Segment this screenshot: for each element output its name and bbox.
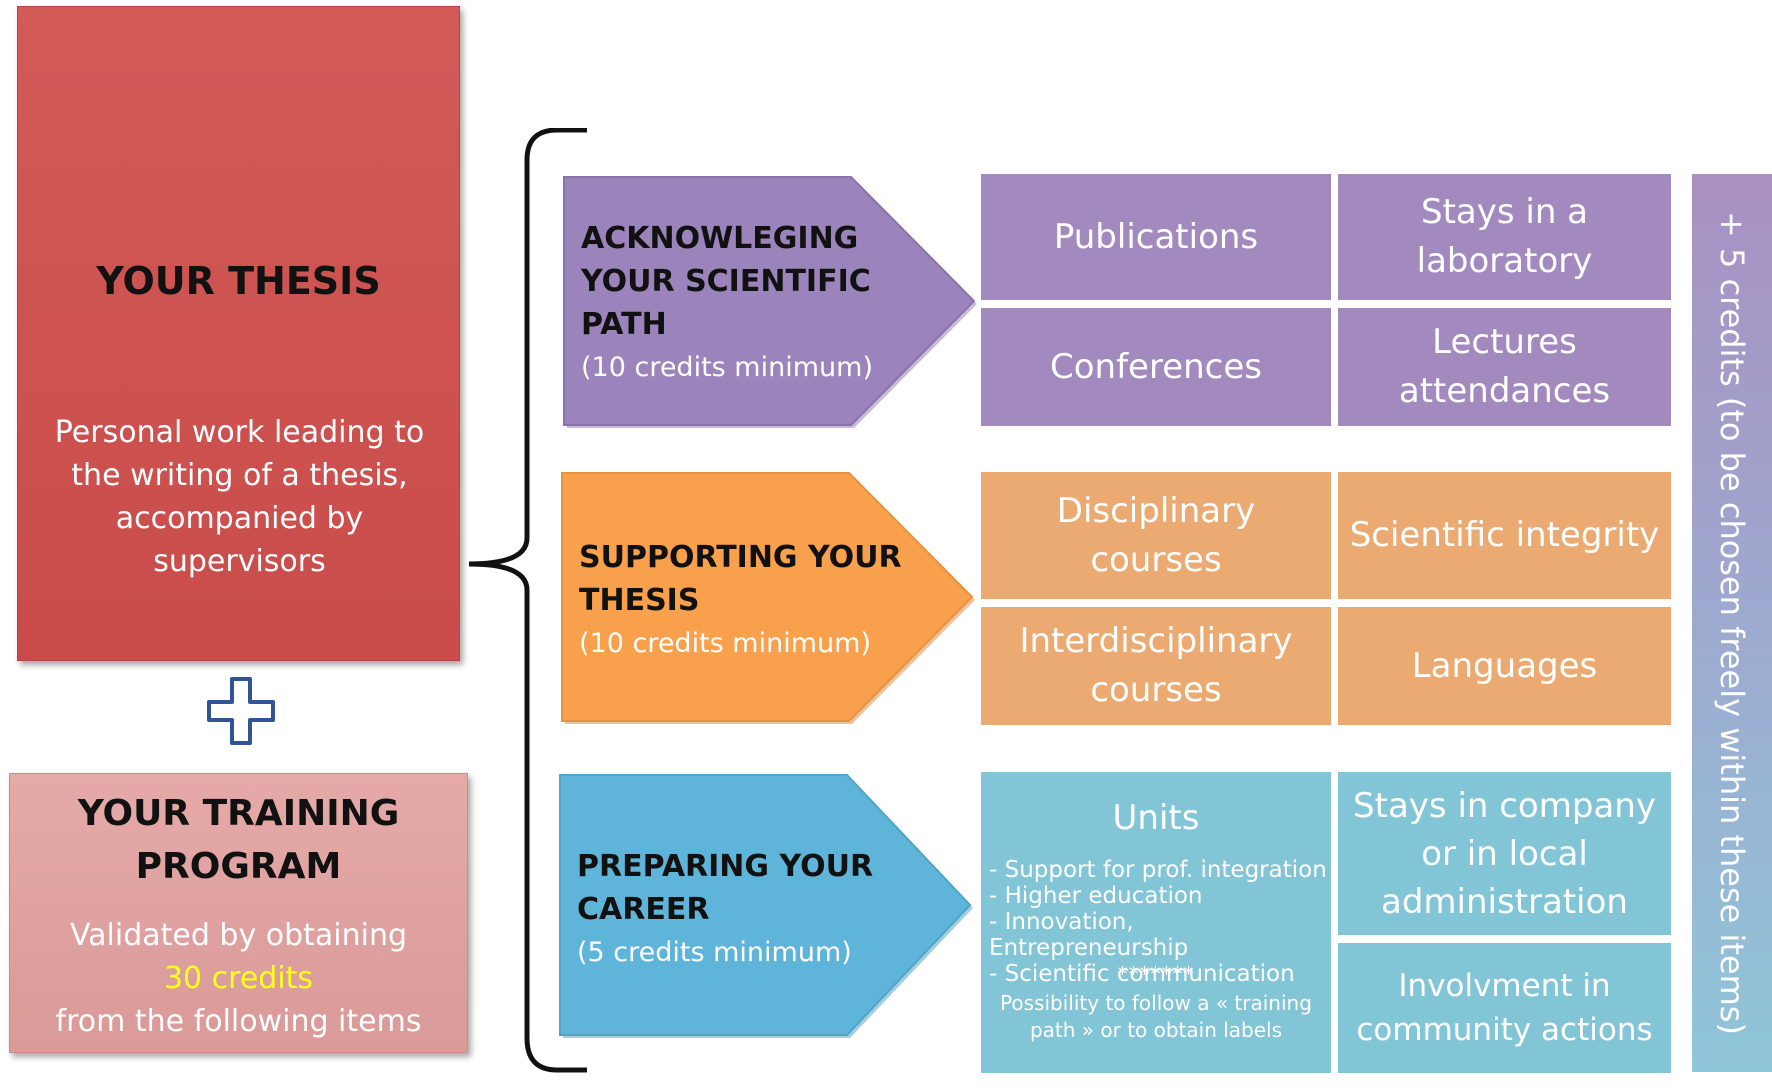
training-program-box: YOUR TRAINING PROGRAM Validated by obtai… <box>9 773 468 1053</box>
cell-conferences: Conferences <box>981 308 1331 426</box>
training-desc-line: Validated by obtaining <box>69 918 408 953</box>
cell-involvement-community: Involvment in community actions <box>1338 943 1671 1073</box>
arrow-label: SUPPORTING YOUR THESIS (10 credits minim… <box>579 536 902 665</box>
arrow-title-line: PREPARING YOUR <box>577 849 874 884</box>
arrow-preparing-career: PREPARING YOUR CAREER (5 credits minimum… <box>557 772 977 1040</box>
curly-bracket <box>465 127 595 1078</box>
arrow-title-line: ACKNOWLEGING <box>581 221 859 256</box>
thesis-title: YOUR THESIS <box>96 259 381 303</box>
training-title-line: PROGRAM <box>135 846 342 887</box>
cell-stays-company: Stays in company or in local administrat… <box>1338 772 1671 935</box>
credits-highlight: 30 credits <box>163 961 314 996</box>
units-list-item: - Higher education <box>989 883 1203 909</box>
arrow-min-credits: (10 credits minimum) <box>581 352 873 383</box>
arrow-label: PREPARING YOUR CAREER (5 credits minimum… <box>577 845 873 974</box>
side-credits-bar <box>1692 174 1772 1072</box>
units-list-item: - Innovation, Entrepreneurship <box>989 909 1189 961</box>
units-note: Possibility to follow a « training path … <box>981 990 1331 1044</box>
cell-publications: Publications <box>981 174 1331 300</box>
arrow-title-line: SUPPORTING YOUR <box>579 540 902 575</box>
side-credits-note: + 5 credits (to be chosen freely within … <box>1713 211 1751 1035</box>
cell-stays-laboratory: Stays in a laboratory <box>1338 174 1671 300</box>
thesis-description: Personal work leading to the writing of … <box>38 411 441 583</box>
units-list-item: - Support for prof. integration <box>989 857 1327 883</box>
units-list: - Support for prof. integration - Higher… <box>989 857 1331 987</box>
arrow-min-credits: (5 credits minimum) <box>577 937 852 968</box>
cell-languages: Languages <box>1338 607 1671 725</box>
units-list-item: - Scientific communication <box>989 961 1295 987</box>
training-desc-line: from the following items <box>55 1004 422 1039</box>
thesis-desc-line: the writing of a thesis, <box>71 458 408 493</box>
cell-scientific-integrity: Scientific integrity <box>1338 472 1671 599</box>
plus-icon <box>206 676 276 746</box>
arrow-title-line: THESIS <box>579 583 700 618</box>
training-description: Validated by obtaining 30 credits from t… <box>10 914 467 1043</box>
units-note-line: path » or to obtain labels <box>1029 1018 1283 1042</box>
cell-units: Units - Support for prof. integration - … <box>981 772 1331 1073</box>
arrow-supporting-thesis: SUPPORTING YOUR THESIS (10 credits minim… <box>559 470 979 726</box>
arrow-scientific-path: ACKNOWLEGING YOUR SCIENTIFIC PATH (10 cr… <box>561 174 981 430</box>
cell-disciplinary-courses: Disciplinary courses <box>981 472 1331 599</box>
thesis-desc-line: supervisors <box>153 544 326 579</box>
training-title-line: YOUR TRAINING <box>77 793 400 834</box>
thesis-box: YOUR THESIS Personal work leading to the… <box>17 6 460 661</box>
arrow-label: ACKNOWLEGING YOUR SCIENTIFIC PATH (10 cr… <box>581 217 873 389</box>
arrow-title-line: PATH <box>581 307 667 342</box>
thesis-desc-line: accompanied by <box>115 501 364 536</box>
cell-interdisciplinary-courses: Interdisciplinary courses <box>981 607 1331 725</box>
units-title: Units <box>1112 798 1200 838</box>
cell-lectures-attendances: Lectures attendances <box>1338 308 1671 426</box>
units-note-line: Possibility to follow a « training <box>1000 991 1312 1015</box>
arrow-title-line: CAREER <box>577 892 710 927</box>
units-separator: ******* <box>1117 962 1195 986</box>
arrow-min-credits: (10 credits minimum) <box>579 628 871 659</box>
arrow-title-line: YOUR SCIENTIFIC <box>581 264 871 299</box>
training-title: YOUR TRAINING PROGRAM <box>10 787 467 893</box>
thesis-desc-line: Personal work leading to <box>54 415 425 450</box>
